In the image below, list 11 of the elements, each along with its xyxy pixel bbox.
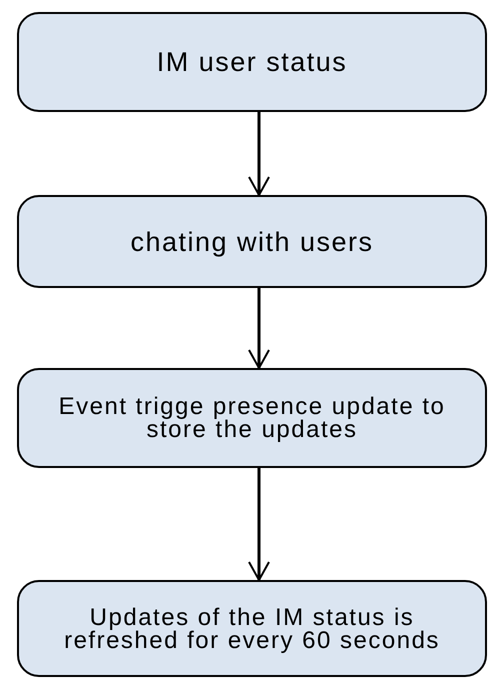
arrow	[248, 112, 270, 196]
process-box	[17, 580, 487, 677]
process-box	[17, 195, 487, 288]
arrow	[248, 288, 270, 369]
process-box	[17, 368, 487, 468]
process-box	[17, 12, 487, 112]
box-text: chating with users	[130, 226, 374, 256]
box-text: IM user status	[156, 47, 348, 77]
box-text: Event trigge presence update to store the updates	[58, 395, 446, 441]
box-text: Updates of the IM status is refreshed for every 60 seconds	[63, 606, 441, 652]
arrow	[248, 468, 270, 581]
